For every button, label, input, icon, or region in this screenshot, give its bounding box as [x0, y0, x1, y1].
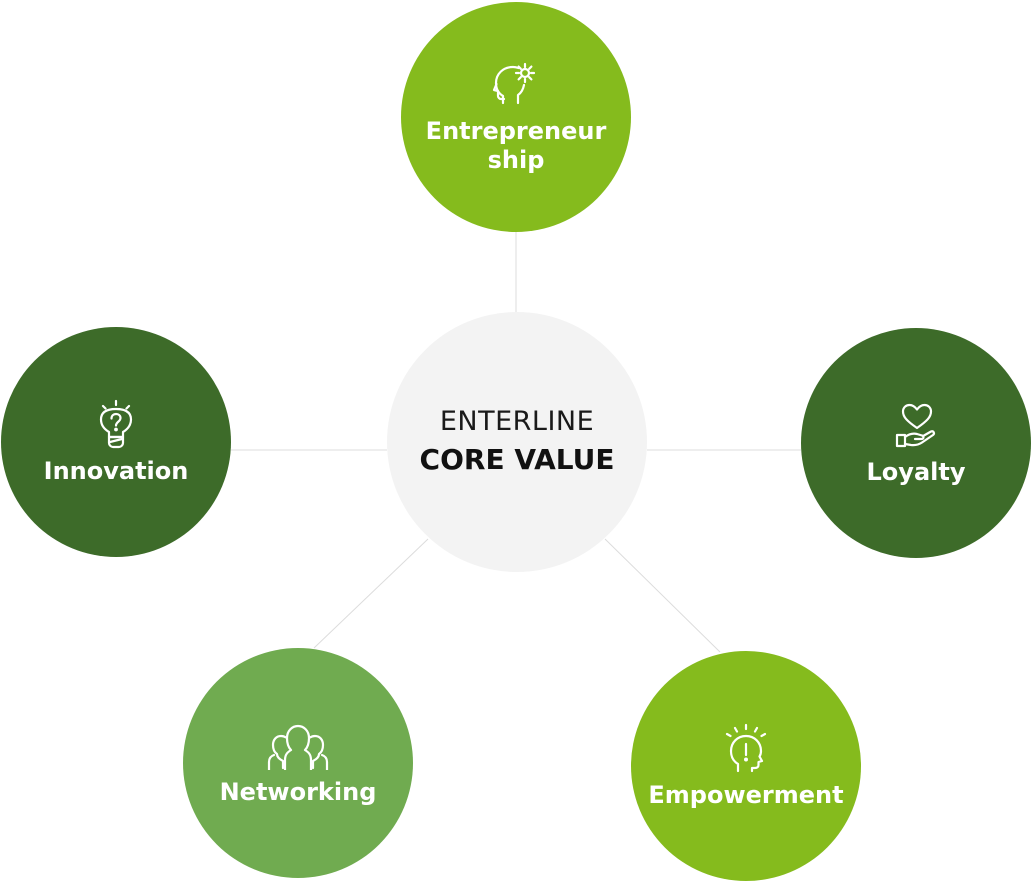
- connector-empowerment: [604, 538, 721, 653]
- value-label: Innovation: [43, 456, 189, 485]
- value-empowerment: Empowerment: [631, 651, 861, 881]
- value-innovation: Innovation: [1, 327, 231, 557]
- value-entrepreneurship: Entrepreneur ship: [401, 2, 631, 232]
- lightbulb-question-icon: [91, 399, 141, 449]
- center-title: CORE VALUE: [419, 443, 615, 476]
- value-label: Entrepreneur ship: [425, 117, 607, 174]
- connector-networking: [313, 538, 429, 649]
- core-value-center: ENTERLINE CORE VALUE: [387, 312, 647, 572]
- heart-in-hand-icon: [891, 400, 941, 450]
- value-label: Loyalty: [866, 457, 966, 486]
- people-group-icon: [253, 720, 343, 770]
- value-loyalty: Loyalty: [801, 328, 1031, 558]
- value-label: Empowerment: [648, 780, 844, 809]
- head-exclamation-icon: [721, 723, 771, 773]
- value-label: Networking: [219, 777, 377, 806]
- center-brand-text: ENTERLINE: [439, 406, 595, 437]
- head-gear-icon: [491, 59, 541, 109]
- value-networking: Networking: [183, 648, 413, 878]
